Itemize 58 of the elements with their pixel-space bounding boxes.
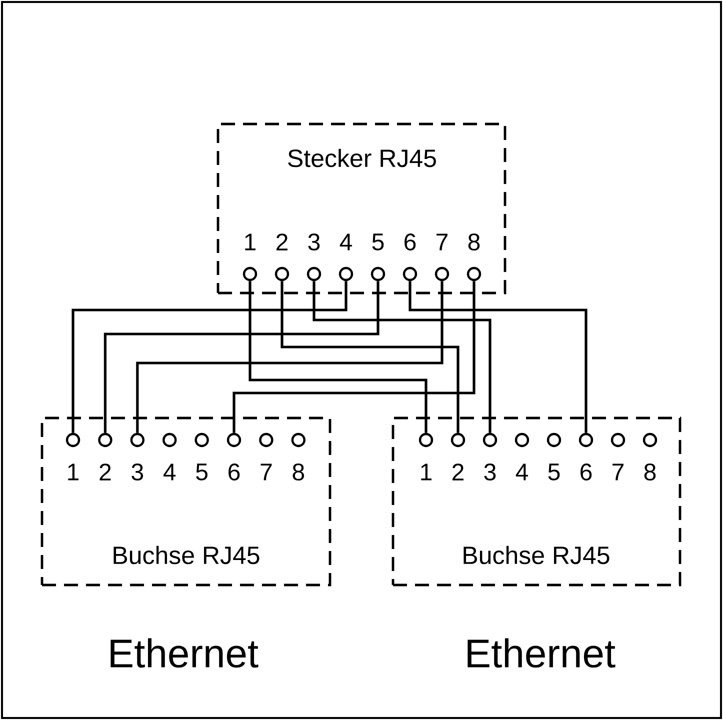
pin-number: 1 bbox=[68, 464, 78, 480]
pin-number: 4 bbox=[163, 464, 176, 480]
pin bbox=[482, 432, 498, 448]
pin-number: 5 bbox=[372, 234, 384, 250]
wire bbox=[136, 281, 444, 433]
pin bbox=[370, 266, 386, 282]
wire bbox=[72, 281, 348, 433]
wire bbox=[312, 281, 492, 433]
pin-number: 7 bbox=[436, 234, 448, 250]
pin-number: 6 bbox=[404, 234, 416, 250]
pin-number: 5 bbox=[196, 464, 208, 480]
pin bbox=[434, 266, 450, 282]
pin-number: 8 bbox=[468, 234, 480, 250]
pin-number: 5 bbox=[548, 464, 560, 480]
pin-number: 8 bbox=[644, 464, 656, 480]
wire bbox=[280, 281, 460, 433]
pin bbox=[66, 432, 80, 448]
pin-number: 7 bbox=[260, 464, 272, 480]
pin bbox=[610, 432, 626, 448]
pin-number: 1 bbox=[245, 234, 256, 250]
pin-number: 8 bbox=[292, 464, 304, 480]
pin-number: 1 bbox=[421, 464, 432, 480]
node-label: Ethernet bbox=[110, 638, 258, 668]
pin-number: 2 bbox=[276, 234, 288, 250]
pin bbox=[98, 432, 112, 448]
pin bbox=[466, 266, 482, 282]
pin bbox=[259, 432, 274, 448]
pin-number: 6 bbox=[228, 464, 240, 480]
pin bbox=[194, 432, 209, 448]
wire bbox=[104, 281, 380, 433]
pin bbox=[274, 266, 290, 282]
pin-number: 3 bbox=[484, 464, 496, 480]
wire bbox=[408, 281, 588, 433]
pin bbox=[514, 432, 530, 448]
pin bbox=[130, 432, 144, 448]
pin-number: 4 bbox=[340, 234, 352, 250]
wire bbox=[232, 281, 476, 433]
pin bbox=[418, 432, 434, 448]
pin bbox=[242, 266, 258, 282]
wire bbox=[248, 281, 428, 433]
pin bbox=[642, 432, 658, 448]
pin bbox=[546, 432, 562, 448]
pin bbox=[291, 432, 306, 448]
pin bbox=[402, 266, 418, 282]
pin-number: 2 bbox=[100, 464, 111, 480]
pin-number: 7 bbox=[612, 464, 624, 480]
pin bbox=[306, 266, 322, 282]
pin bbox=[338, 266, 354, 282]
pin bbox=[450, 432, 466, 448]
pin-number: 4 bbox=[516, 464, 528, 480]
pin bbox=[162, 432, 177, 448]
pin bbox=[578, 432, 594, 448]
pin-number: 6 bbox=[580, 464, 592, 480]
pin-number: 3 bbox=[308, 234, 320, 250]
pin-number: 3 bbox=[132, 464, 144, 480]
pin bbox=[226, 432, 242, 448]
node-label: Ethernet bbox=[468, 638, 616, 668]
pin-number: 2 bbox=[452, 464, 464, 480]
